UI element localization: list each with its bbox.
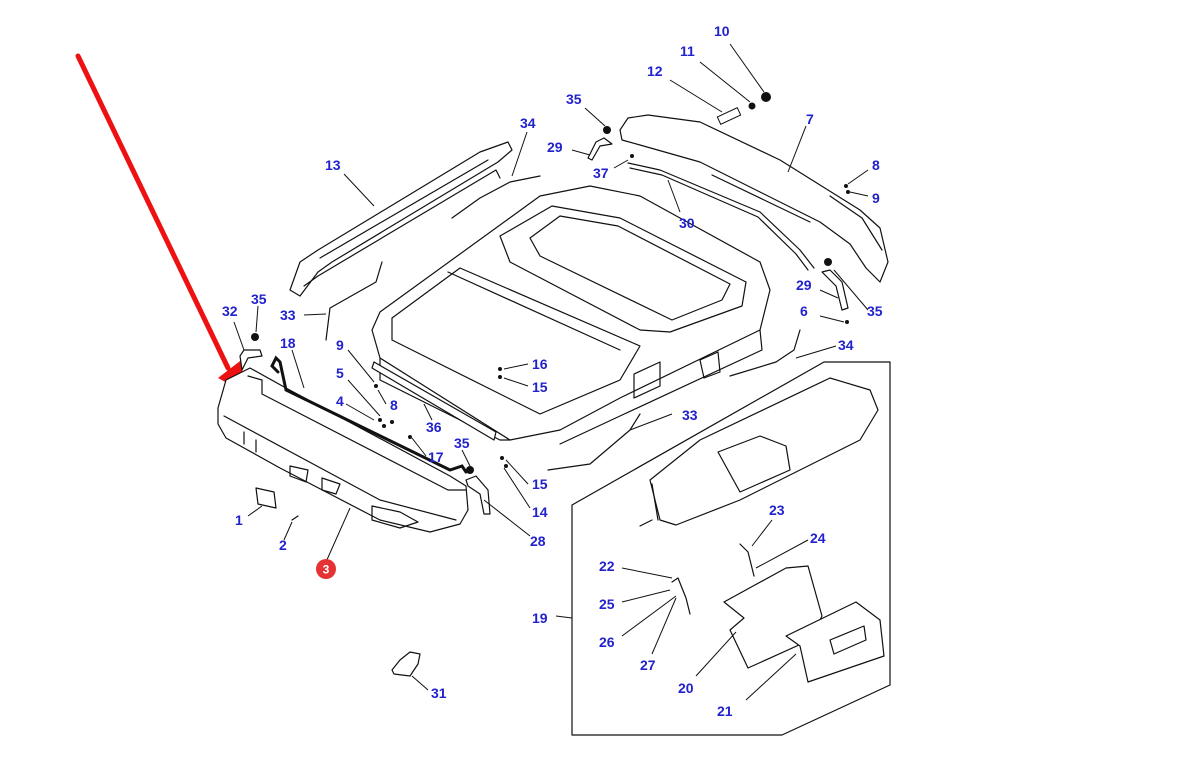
- label-30: 30: [679, 215, 695, 231]
- highlight-callout-3[interactable]: 3: [316, 559, 336, 579]
- part-3-front-panel: [217, 367, 469, 533]
- label-35: 35: [566, 91, 582, 107]
- label-13: 13: [325, 157, 341, 173]
- part-29-bracket-right: [821, 269, 849, 311]
- label-21: 21: [717, 703, 733, 719]
- label-16: 16: [532, 356, 548, 372]
- part-1-plate: [255, 487, 277, 509]
- label-8: 8: [872, 157, 880, 173]
- part-labels: 10 11 12 35 34 7 29 37 8 9 13 30 29 35 3…: [222, 23, 883, 719]
- label-33: 33: [682, 407, 698, 423]
- label-32: 32: [222, 303, 238, 319]
- label-29: 29: [796, 277, 812, 293]
- highlight-marker: [316, 559, 336, 579]
- label-9: 9: [336, 337, 344, 353]
- part-33-rod-right: [547, 413, 641, 471]
- part-30-strip: [627, 162, 815, 269]
- label-12: 12: [647, 63, 663, 79]
- label-24: 24: [810, 530, 826, 546]
- label-15: 15: [532, 379, 548, 395]
- label-8: 8: [390, 397, 398, 413]
- part-34-lower-strip: [729, 329, 801, 377]
- label-20: 20: [678, 680, 694, 696]
- label-5: 5: [336, 365, 344, 381]
- label-36: 36: [426, 419, 442, 435]
- leader-lines: [233, 43, 869, 701]
- label-9: 9: [872, 190, 880, 206]
- label-4: 4: [336, 393, 344, 409]
- part-19-subassembly-box: [571, 361, 891, 736]
- part-32-bracket: [239, 349, 263, 371]
- label-14: 14: [532, 504, 548, 520]
- part-34-upper-strip: [451, 175, 541, 219]
- label-17: 17: [428, 449, 444, 465]
- label-37: 37: [593, 165, 609, 181]
- roof-frame: [371, 185, 771, 445]
- label-23: 23: [769, 502, 785, 518]
- label-15: 15: [532, 476, 548, 492]
- label-18: 18: [280, 335, 296, 351]
- label-22: 22: [599, 558, 615, 574]
- label-19: 19: [532, 610, 548, 626]
- highlight-label: 3: [323, 563, 330, 577]
- part-7-right-rail: [619, 114, 889, 283]
- label-33: 33: [280, 307, 296, 323]
- label-34: 34: [520, 115, 536, 131]
- part-29-bracket-top: [587, 137, 613, 161]
- label-11: 11: [680, 43, 695, 59]
- label-35: 35: [454, 435, 470, 451]
- label-27: 27: [640, 657, 656, 673]
- label-2: 2: [279, 537, 287, 553]
- label-35: 35: [251, 291, 267, 307]
- label-29: 29: [547, 139, 563, 155]
- label-10: 10: [714, 23, 730, 39]
- part-36-bar: [371, 361, 497, 441]
- part-33-rod-left: [325, 261, 383, 341]
- label-31: 31: [431, 685, 447, 701]
- label-26: 26: [599, 634, 615, 650]
- label-35: 35: [867, 303, 883, 319]
- red-pointer-arrow: [75, 53, 244, 390]
- part-28-bracket: [465, 475, 491, 515]
- label-28: 28: [530, 533, 546, 549]
- part-2-pin: [291, 515, 299, 521]
- label-25: 25: [599, 596, 615, 612]
- label-7: 7: [806, 111, 814, 127]
- part-31-clip: [391, 651, 421, 677]
- label-6: 6: [800, 303, 808, 319]
- label-1: 1: [235, 512, 243, 528]
- hardware-fasteners: [251, 92, 850, 474]
- part-13-left-rail: [289, 141, 513, 297]
- label-34: 34: [838, 337, 854, 353]
- part-18-seal: [270, 355, 468, 474]
